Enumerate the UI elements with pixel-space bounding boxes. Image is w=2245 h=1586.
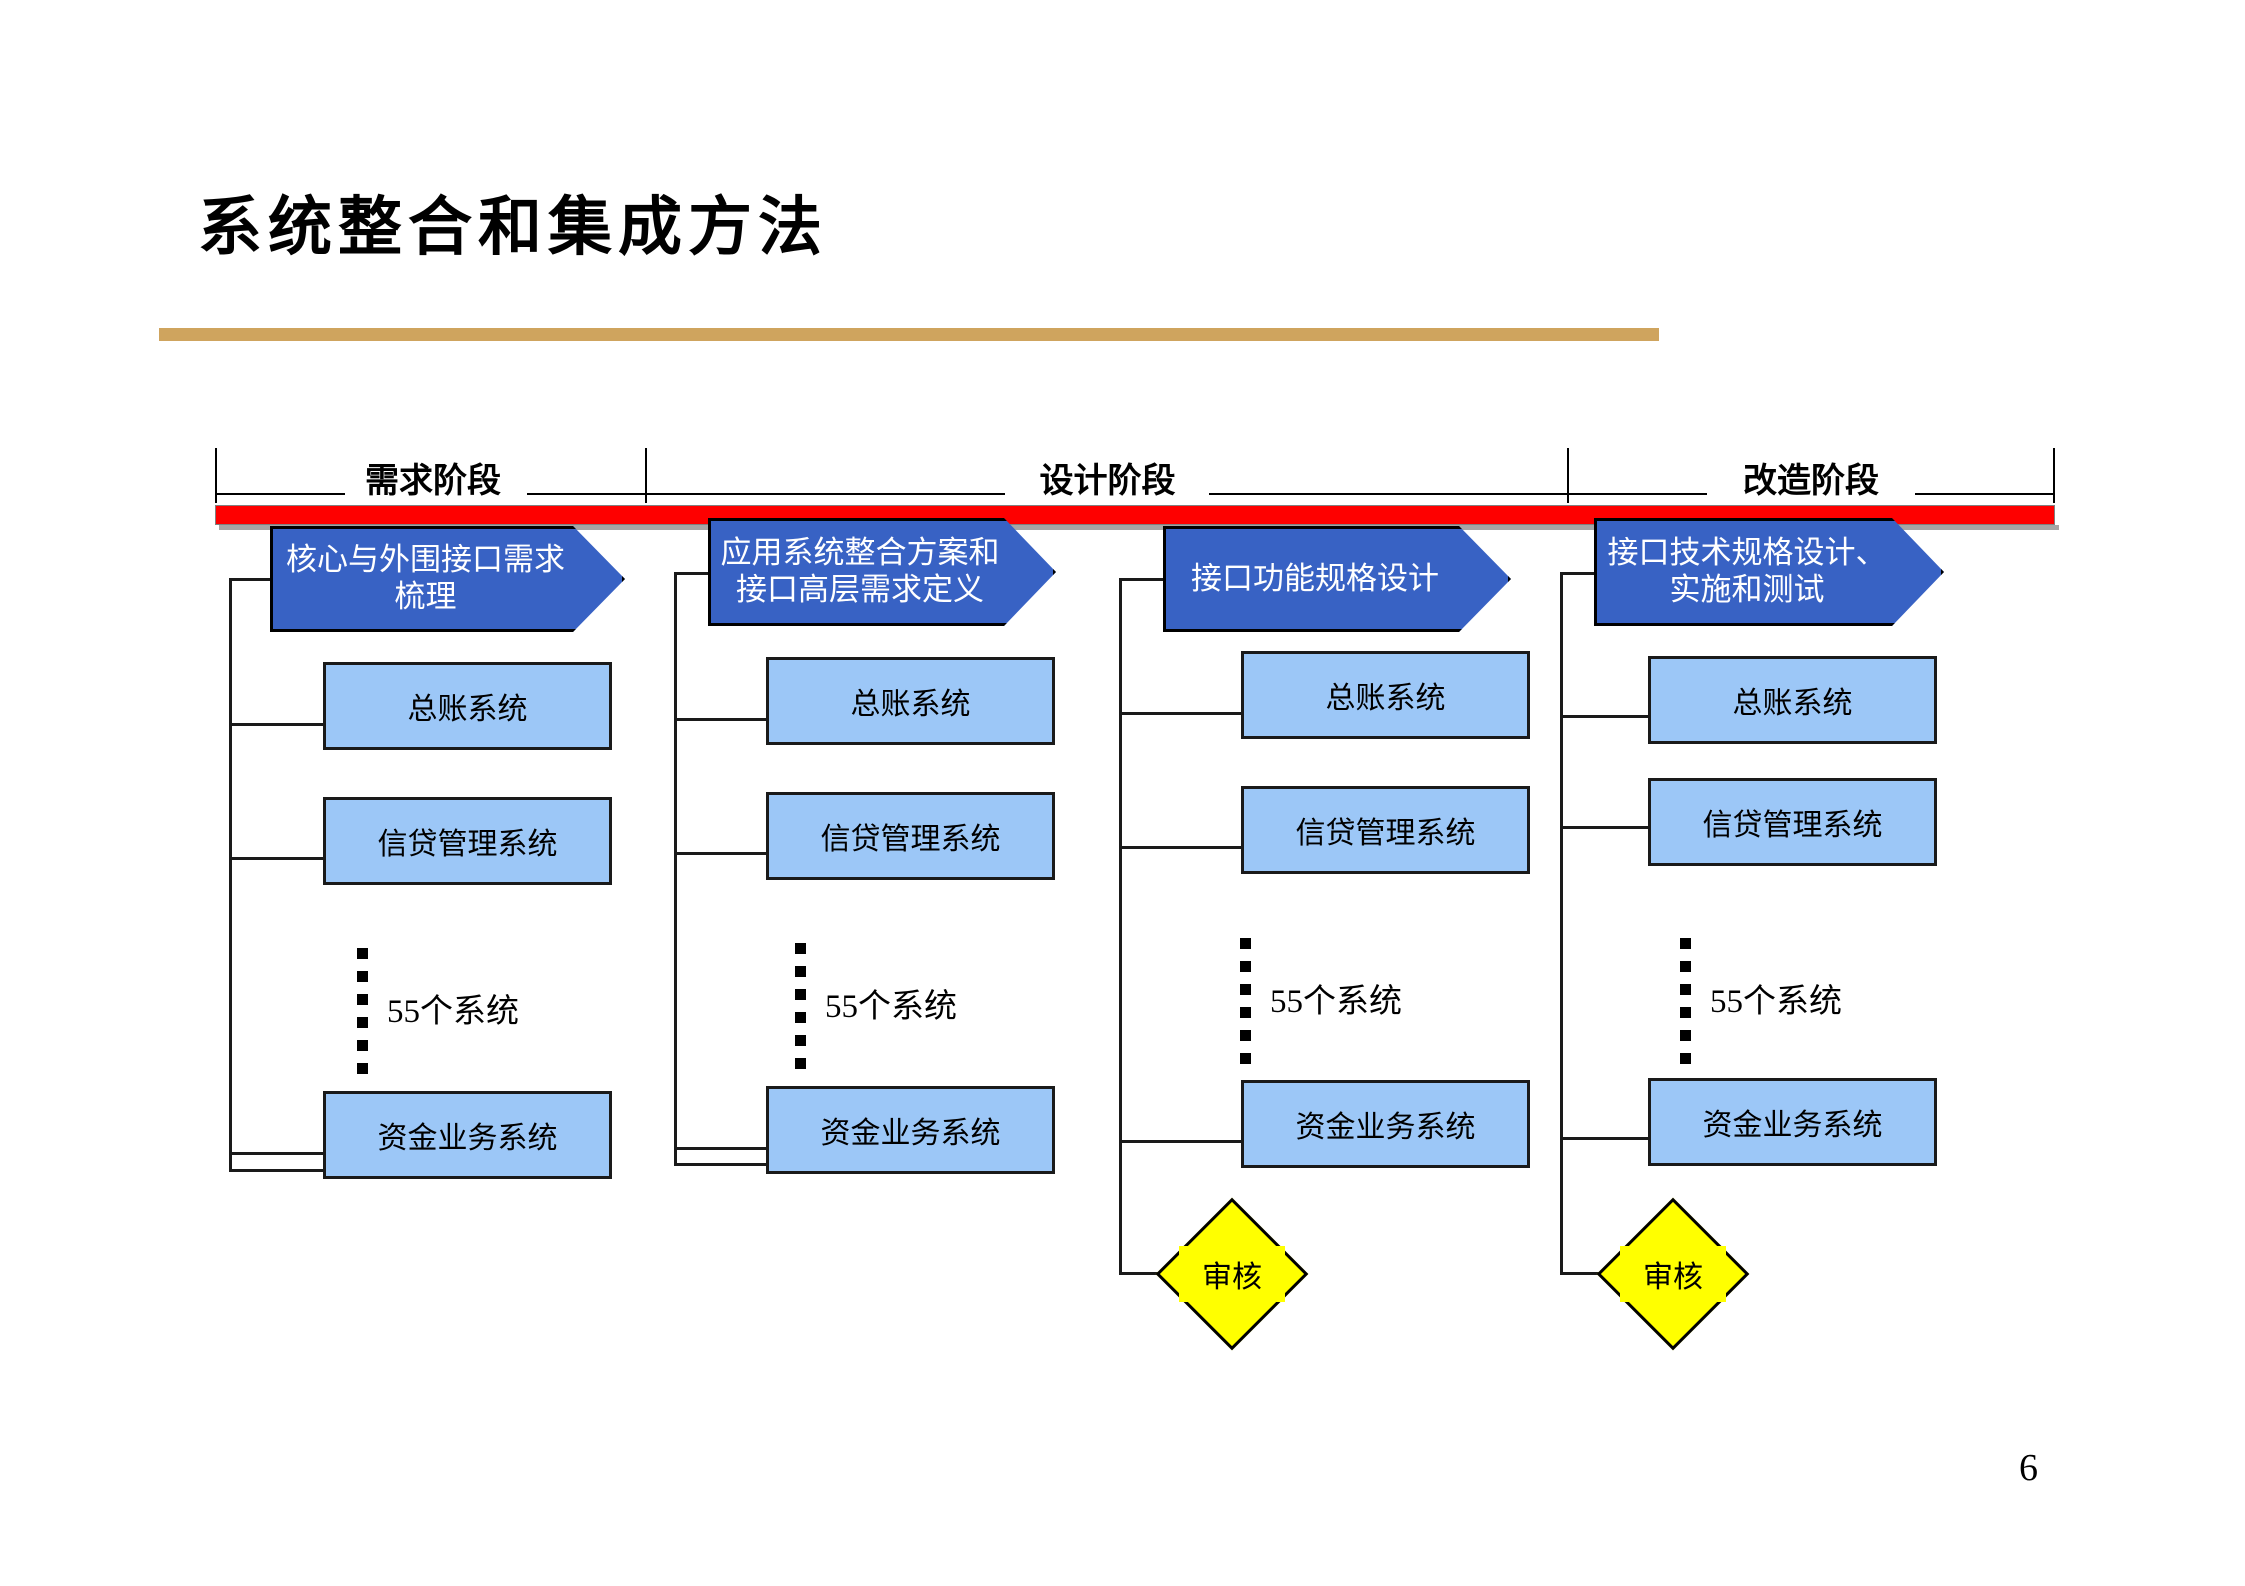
ruler-tick-end (2053, 448, 2055, 503)
column-3-count-label: 55个系统 (1270, 984, 1402, 1020)
column-3-system-box-2[interactable]: 信贷管理系统 (1241, 786, 1530, 874)
column-3-branch-review (1119, 1272, 1161, 1275)
column-2-system-box-3[interactable]: 资金业务系统 (766, 1086, 1055, 1174)
phase-label-requirements: 需求阶段 (365, 463, 501, 500)
phase-label-transform: 改造阶段 (1743, 463, 1879, 500)
phase-segment-transform: 改造阶段 (1567, 463, 2055, 500)
column-1-branch-bottom (229, 1169, 325, 1172)
column-2-branch-system-2 (674, 852, 770, 855)
column-3-branch-header (1119, 578, 1165, 581)
column-1-count-label: 55个系统 (387, 994, 519, 1030)
column-1-header-chevron[interactable]: 核心与外围接口需求 梳理 (270, 526, 625, 632)
column-4-header-chevron[interactable]: 接口技术规格设计、 实施和测试 (1594, 518, 1944, 626)
column-2-count-label: 55个系统 (825, 989, 957, 1025)
column-4-branch-review (1560, 1272, 1602, 1275)
page-title: 系统整合和集成方法 (198, 192, 828, 263)
phase-segment-design: 设计阶段 (645, 463, 1567, 500)
column-4-system-box-3[interactable]: 资金业务系统 (1648, 1078, 1937, 1166)
ruler-tick-start (215, 448, 217, 503)
column-2-header-chevron[interactable]: 应用系统整合方案和 接口高层需求定义 (708, 518, 1056, 626)
column-2-branch-bottom (674, 1163, 770, 1166)
column-4-count-label: 55个系统 (1710, 984, 1842, 1020)
column-1-trunk (229, 578, 232, 1172)
column-4-branch-system-3 (1560, 1137, 1650, 1140)
column-3-system-box-1[interactable]: 总账系统 (1241, 651, 1530, 739)
column-3-review-node[interactable]: 审核 (1155, 1197, 1309, 1351)
column-4-branch-system-1 (1560, 715, 1650, 718)
column-4-system-box-1[interactable]: 总账系统 (1648, 656, 1937, 744)
ruler-tick-2 (1567, 448, 1569, 503)
column-2-trunk (674, 572, 677, 1166)
column-1-system-box-2[interactable]: 信贷管理系统 (323, 797, 612, 885)
column-1-branch-system-1 (229, 723, 325, 726)
phase-label-design: 设计阶段 (1039, 463, 1176, 500)
column-1-branch-system-2 (229, 857, 325, 860)
phase-bar-shadow (219, 525, 2059, 530)
column-4-review-label: 审核 (1620, 1246, 1726, 1302)
column-2-branch-system-3 (674, 1147, 770, 1150)
phase-segment-requirements: 需求阶段 (215, 463, 645, 500)
column-2-system-box-2[interactable]: 信贷管理系统 (766, 792, 1055, 880)
column-4-branch-system-2 (1560, 826, 1650, 829)
column-3-system-box-3[interactable]: 资金业务系统 (1241, 1080, 1530, 1168)
ruler-tick-1 (645, 448, 647, 503)
column-1-branch-system-3 (229, 1152, 325, 1155)
column-3-branch-system-3 (1119, 1140, 1246, 1143)
column-1-system-box-3[interactable]: 资金业务系统 (323, 1091, 612, 1179)
column-3-branch-system-2 (1119, 846, 1246, 849)
column-4-trunk (1560, 572, 1563, 1275)
column-4-review-node[interactable]: 审核 (1596, 1197, 1750, 1351)
column-1-branch-header (229, 578, 281, 581)
column-2-system-box-1[interactable]: 总账系统 (766, 657, 1055, 745)
column-3-trunk (1119, 578, 1122, 1275)
column-3-header-chevron[interactable]: 接口功能规格设计 (1163, 526, 1511, 632)
title-divider-rule (159, 328, 1659, 341)
column-1-system-box-1[interactable]: 总账系统 (323, 662, 612, 750)
column-2-branch-header (674, 572, 712, 575)
column-4-branch-header (1560, 572, 1598, 575)
column-3-review-label: 审核 (1179, 1246, 1285, 1302)
column-2-branch-system-1 (674, 718, 770, 721)
phase-ruler: 需求阶段 设计阶段 改造阶段 (215, 448, 2055, 510)
page-number: 6 (2019, 1447, 2038, 1489)
column-3-branch-system-1 (1119, 712, 1246, 715)
column-4-system-box-2[interactable]: 信贷管理系统 (1648, 778, 1937, 866)
